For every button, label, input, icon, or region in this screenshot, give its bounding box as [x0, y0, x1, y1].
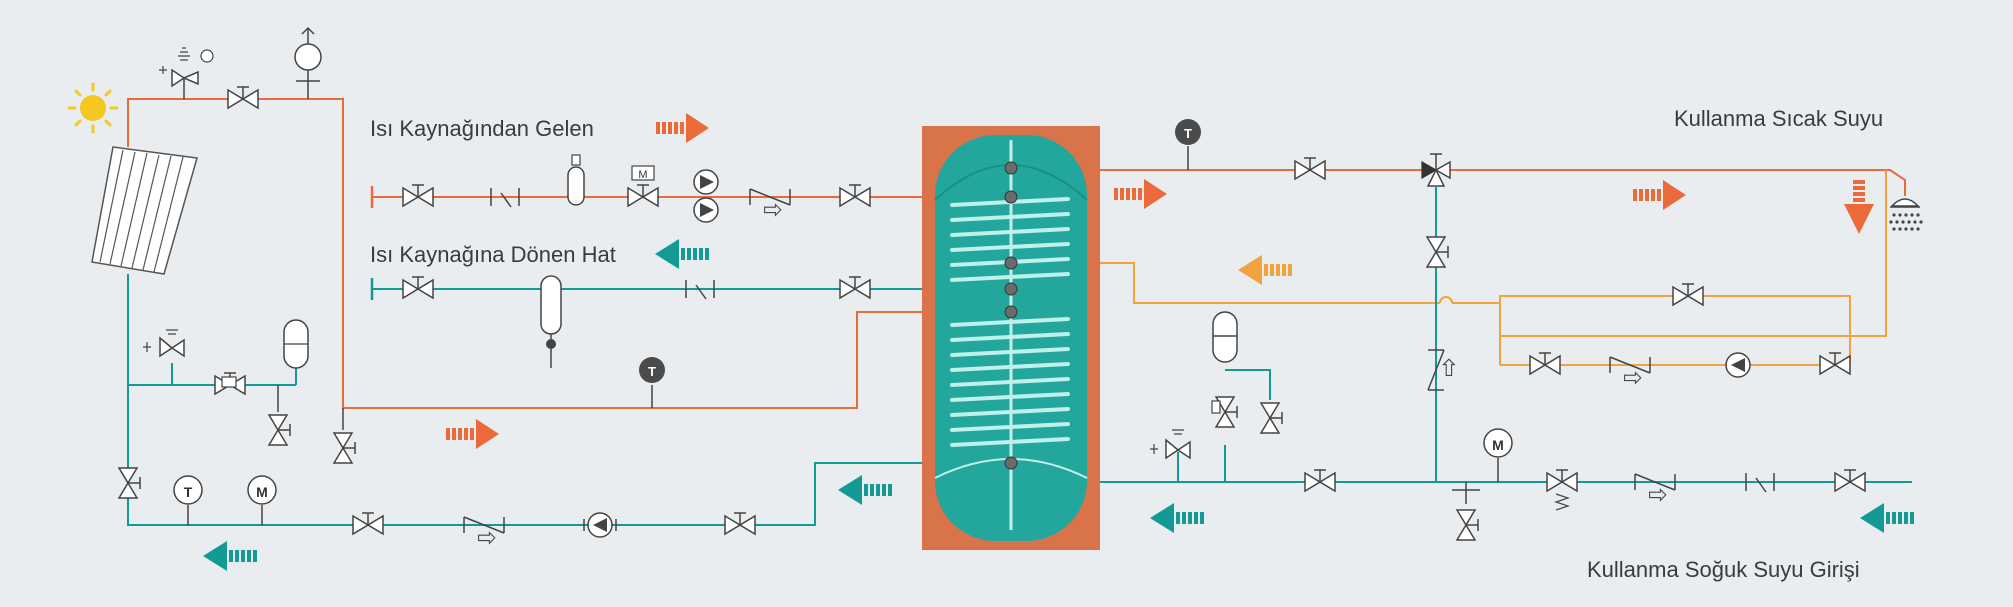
- arrow-cold-to-tank: [1150, 503, 1204, 533]
- supply-check-valve: [749, 188, 791, 217]
- expansion-tank: [283, 319, 309, 369]
- return-drain-valve: [268, 414, 291, 446]
- sun-icon: [67, 82, 119, 134]
- return-manometer: M: [247, 475, 277, 525]
- hot-water-thermometer-label: T: [1184, 126, 1192, 141]
- solar-thermometer: T: [639, 357, 665, 408]
- circulation-valve-1: [1529, 352, 1561, 375]
- arrow-tank-bottom: [838, 475, 892, 505]
- thermometer-label: T: [184, 484, 193, 500]
- arrow-circulation: [1238, 255, 1292, 285]
- arrow-hot-water: [1633, 180, 1686, 210]
- label-heat-source-supply: Isı Kaynağından Gelen: [370, 116, 594, 141]
- manometer-label: M: [256, 484, 268, 500]
- shower-icon: [1889, 198, 1923, 231]
- solar-loop-drain-valve: [333, 432, 356, 464]
- return-check-valve: [463, 516, 505, 545]
- cold-safety-valve: [1150, 429, 1191, 460]
- vertical-check-valve: [1427, 349, 1456, 391]
- circulation-pump: [1725, 352, 1751, 378]
- cold-inlet-valve-2: [1834, 469, 1866, 492]
- twin-pump: [693, 169, 719, 223]
- hot-water-valve: [1294, 157, 1326, 180]
- arrow-return-out: [655, 239, 709, 269]
- solar-return-safety-valve: [143, 329, 185, 358]
- solar-pump: [583, 512, 617, 538]
- safety-relief-valve: [159, 47, 214, 99]
- return-line-dirt-separator: [540, 275, 562, 368]
- supply-valve-2: [839, 184, 871, 207]
- return-line-valve-2: [839, 276, 871, 299]
- collector-drain-valve: [118, 467, 141, 499]
- air-vent: [294, 26, 322, 99]
- return-thermometer: T: [173, 475, 203, 525]
- cold-inlet-check-valve: [1634, 473, 1676, 502]
- storage-tank: [922, 126, 1100, 550]
- cold-inlet-manometer: M: [1483, 428, 1513, 482]
- flow-arrows: [203, 113, 1914, 571]
- return-valve-2: [724, 512, 756, 535]
- circulation-valve-2: [1819, 352, 1851, 375]
- motorized-valve: M: [627, 165, 659, 207]
- cold-inlet-drain: [1452, 482, 1480, 541]
- solar-return-loop: [127, 274, 930, 526]
- cold-drain-valve: [1260, 402, 1283, 434]
- mixing-valve: [1421, 153, 1451, 187]
- solar-collector: [91, 146, 198, 275]
- arrow-cold-inlet: [1860, 503, 1914, 533]
- pressure-reducing-valve: [1546, 469, 1578, 511]
- circulation-check-valve: [1609, 356, 1651, 385]
- return-line-valve-1: [402, 276, 434, 299]
- arrow-solar-return: [203, 541, 257, 571]
- circulation-bypass-valve: [1672, 283, 1704, 306]
- hot-water-thermometer: T: [1175, 119, 1201, 170]
- return-valve-1: [352, 512, 384, 535]
- solar-thermometer-label: T: [648, 364, 656, 379]
- arrow-shower-down: [1844, 180, 1874, 234]
- supply-valve-1: [402, 184, 434, 207]
- supply-air-separator: [567, 154, 585, 206]
- label-hot-water: Kullanma Sıcak Suyu: [1674, 106, 1884, 131]
- motorized-valve-label: M: [638, 169, 647, 181]
- arrow-tank-hot: [1114, 179, 1167, 209]
- cold-manometer-label: M: [1492, 437, 1504, 453]
- cold-expansion-tank: [1212, 311, 1238, 363]
- label-heat-source-return: Isı Kaynağına Dönen Hat: [370, 242, 616, 267]
- vertical-valve-upper: [1426, 236, 1449, 268]
- cold-inlet-valve-1: [1304, 469, 1336, 492]
- label-cold-water-inlet: Kullanma Soğuk Suyu Girişi: [1587, 557, 1860, 582]
- arrow-solar-feed: [446, 419, 499, 449]
- solar-loop-valve: [227, 86, 259, 109]
- arrow-supply-in: [656, 113, 709, 143]
